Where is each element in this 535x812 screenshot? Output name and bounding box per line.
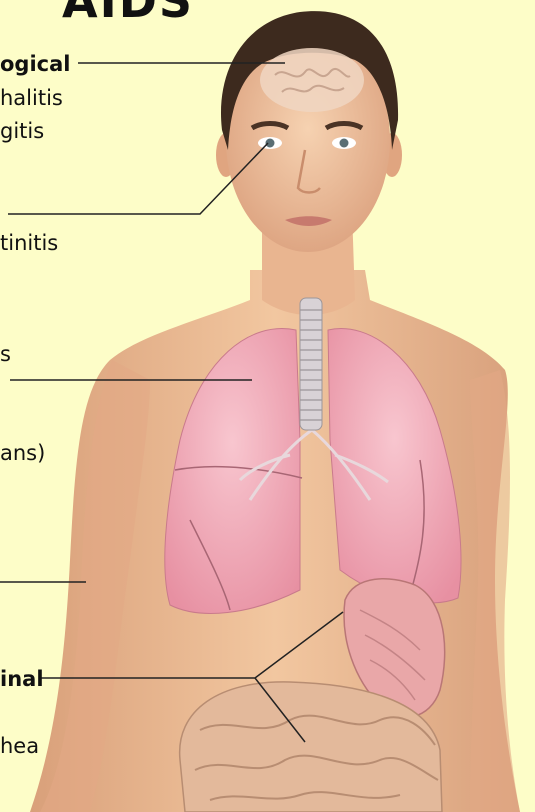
label-gi-heading: inal [0,667,44,691]
page-title: AIDS [62,0,194,28]
label-neuro-2: gitis [0,119,44,143]
right-iris [340,139,349,148]
label-lungs-2: ans) [0,441,45,465]
label-eye: tinitis [0,231,58,255]
label-neuro-heading: ogical [0,52,70,76]
left-iris [266,139,275,148]
brain [260,48,364,112]
label-neuro-1: halitis [0,86,63,110]
label-gi-1: hea [0,734,39,758]
label-lungs-1: s [0,342,11,366]
